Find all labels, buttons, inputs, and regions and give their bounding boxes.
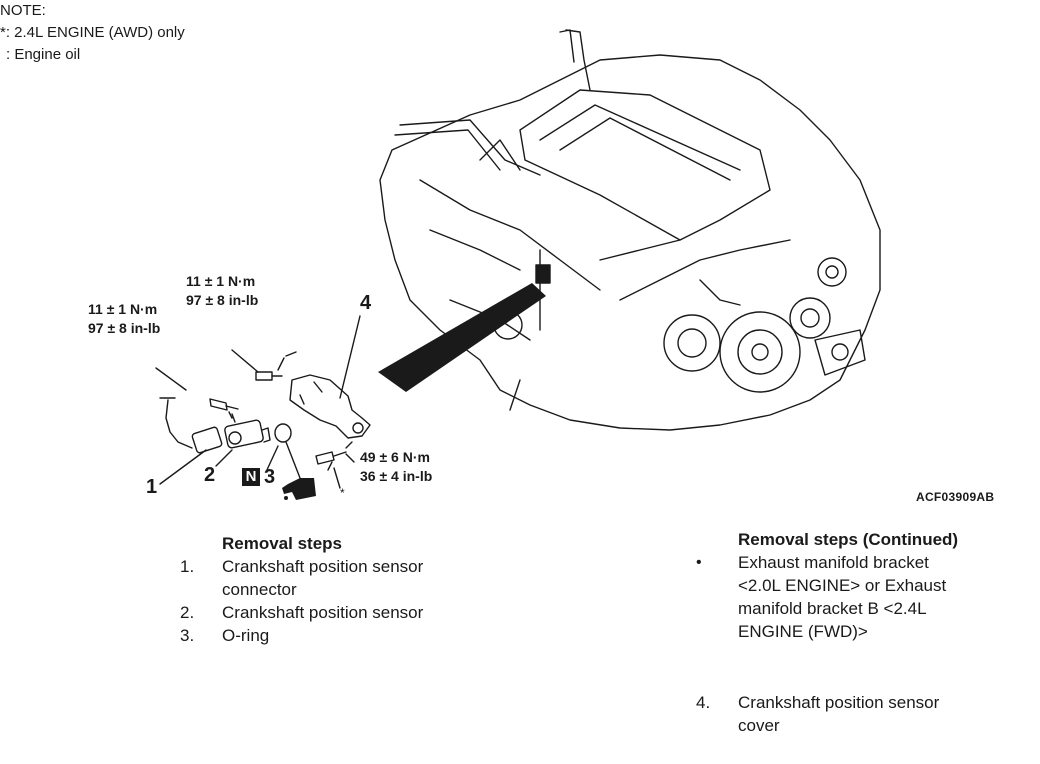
step-text: cover (738, 716, 780, 735)
step-text: <2.0L ENGINE> or Exhaust (738, 576, 947, 595)
non-reusable-mark: N (242, 468, 260, 486)
step-text: Crankshaft position sensor (222, 603, 424, 622)
removal-steps-left: Removal steps 1. Crankshaft position sen… (180, 532, 480, 647)
step-number: 3. (180, 626, 195, 645)
torque-nm: 11 ± 1 N·m (88, 301, 158, 317)
note-awd-line: *: 2.4L ENGINE (AWD) only (0, 24, 185, 41)
removal-steps-title: Removal steps (222, 534, 342, 553)
removal-step-2: 2. Crankshaft position sensor (180, 601, 480, 624)
step-text: Crankshaft position sensor (222, 557, 424, 576)
asterisk-mark: * (340, 486, 345, 500)
crank-pulley (719, 311, 801, 393)
step-text: O-ring (222, 626, 270, 645)
oil-tube (565, 29, 591, 91)
bolt-upper (209, 398, 228, 411)
sensor-harness (165, 399, 193, 449)
removal-step-4: 4. Crankshaft position sensor cover (696, 691, 1018, 737)
step-text: connector (222, 580, 297, 599)
torque-label-3: 49 ± 6 N·m 36 ± 4 in-lb (360, 448, 432, 486)
step-text: Exhaust manifold bracket (738, 553, 929, 572)
alternator-pulley (663, 314, 721, 372)
callout-3: 3 (264, 466, 276, 488)
engine-oil-icon-diagram (282, 478, 316, 500)
removal-step-1: 1. Crankshaft position sensor connector (180, 555, 480, 601)
step-number: 2. (180, 603, 195, 622)
valve-cover (519, 89, 771, 241)
step-number: 4. (696, 693, 711, 712)
step-text: manifold bracket B <2.4L (738, 599, 927, 618)
step-text: Crankshaft position sensor (738, 693, 940, 712)
torque-label-1: 11 ± 1 N·m 97 ± 8 in-lb (186, 272, 258, 310)
torque-inlb: 97 ± 8 in-lb (186, 292, 259, 308)
callout-2: 2 (204, 464, 216, 486)
step-text: ENGINE (FWD)> (738, 622, 868, 641)
sensor-cover (289, 374, 371, 439)
torque-inlb: 36 ± 4 in-lb (360, 468, 433, 484)
removal-step-3: 3. O-ring (180, 624, 480, 647)
torque-inlb: 97 ± 8 in-lb (88, 320, 161, 336)
o-ring (274, 423, 292, 443)
callout-4: 4 (360, 292, 372, 314)
location-pointer (378, 283, 546, 392)
engine-block-outline (379, 54, 881, 431)
torque-label-2: 11 ± 1 N·m 97 ± 8 in-lb (88, 300, 160, 338)
torque-nm: 11 ± 1 N·m (186, 273, 256, 289)
note-title: NOTE: (0, 2, 46, 19)
step-number: 1. (180, 557, 195, 576)
removal-step-bullet: • Exhaust manifold bracket <2.0L ENGINE>… (696, 551, 1018, 643)
removal-steps-continued-title: Removal steps (Continued) (738, 530, 959, 549)
note-oil-line: : Engine oil (6, 46, 81, 63)
removal-steps-right: Removal steps (Continued) • Exhaust mani… (696, 528, 1018, 737)
figure-id: ACF03909AB (916, 490, 995, 504)
bolt-lower (315, 451, 335, 465)
bolt-2 (255, 371, 273, 381)
bullet-icon: • (696, 554, 702, 571)
torque-nm: 49 ± 6 N·m (360, 449, 430, 465)
callout-1: 1 (146, 476, 158, 498)
